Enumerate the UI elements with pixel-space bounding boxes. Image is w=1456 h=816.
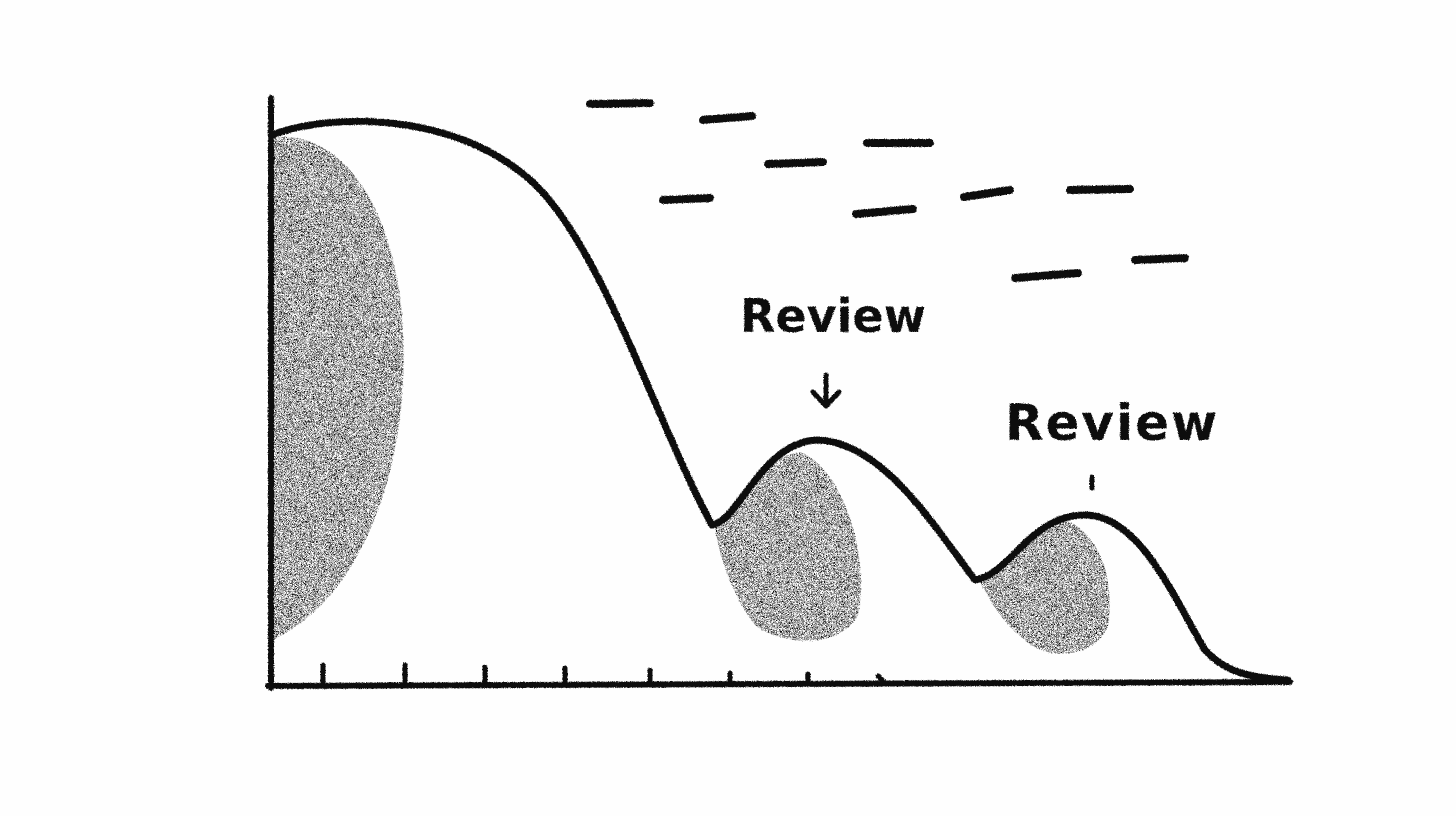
dash <box>1131 254 1189 264</box>
shaded-region-initial <box>272 136 404 640</box>
review-label-2: Review <box>1005 394 1219 452</box>
shaded-region-review-1 <box>715 452 861 641</box>
dash <box>1011 269 1082 282</box>
dash <box>699 112 756 124</box>
x-axis <box>265 679 1293 689</box>
review-annotation-2: Review <box>1005 394 1219 491</box>
review-label-1: Review <box>740 289 926 343</box>
dash <box>1066 185 1134 194</box>
down-arrow-icon <box>810 372 842 409</box>
shaded-region-review-2 <box>980 518 1110 654</box>
x-axis-ticks <box>320 662 887 685</box>
forgetting-curve <box>268 117 1292 684</box>
review-annotation-1: Review <box>740 289 926 409</box>
dash <box>852 205 917 218</box>
scattered-dashes <box>586 99 1189 282</box>
dash <box>764 158 827 168</box>
tick-8 <box>875 673 887 685</box>
dash <box>960 186 1014 201</box>
dash <box>586 99 654 108</box>
dash <box>659 194 714 204</box>
